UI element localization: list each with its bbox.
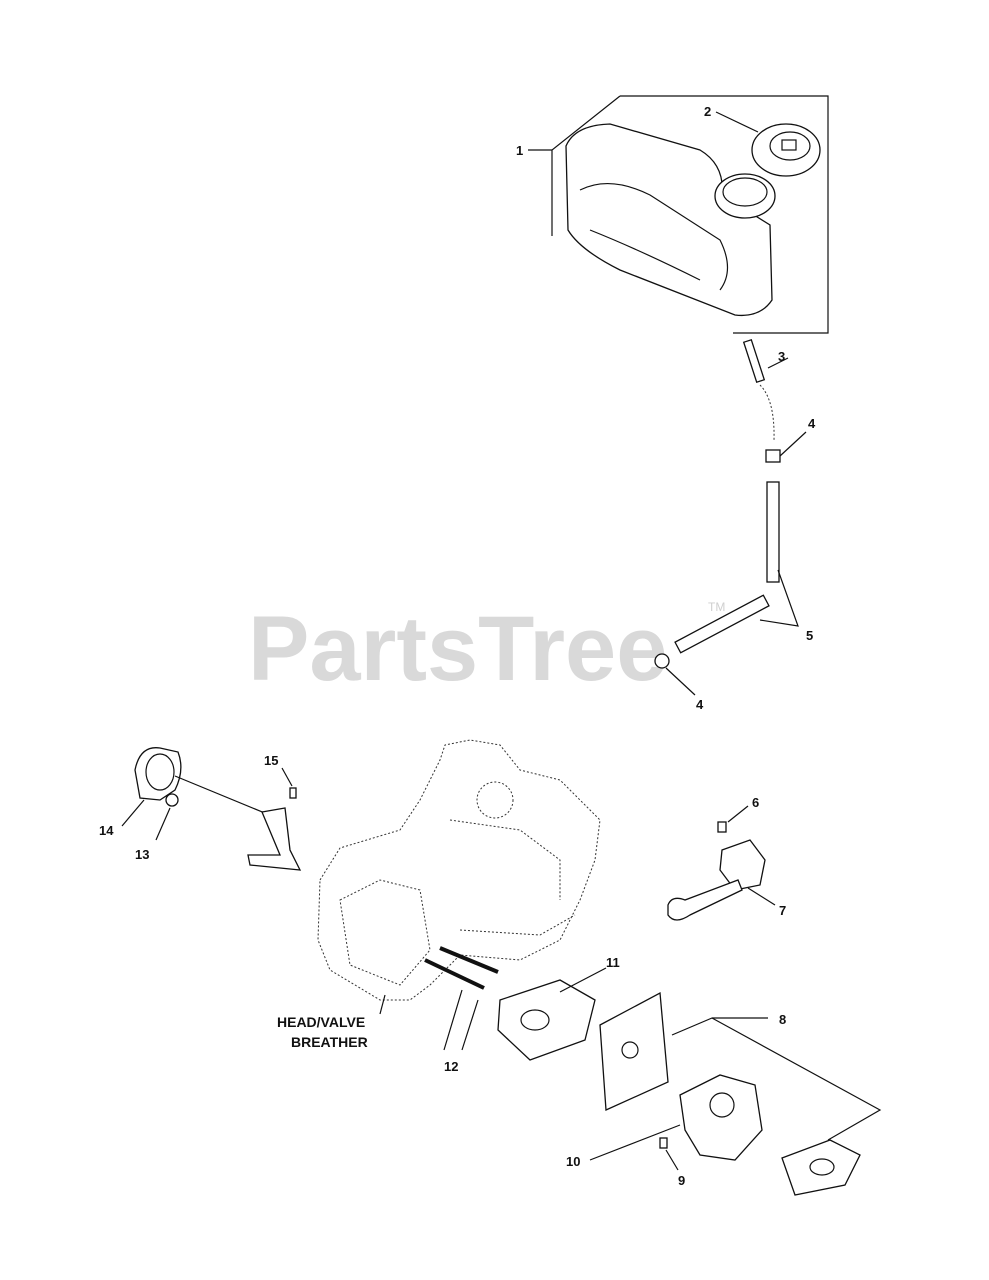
leader-7	[747, 887, 776, 906]
callout-10: 10	[566, 1154, 580, 1169]
callout-11: 11	[606, 955, 620, 970]
screw-9-group	[659, 1137, 679, 1171]
callout-2: 2	[704, 104, 711, 119]
carburetor-kit-group	[599, 991, 882, 1196]
note-breather: BREATHER	[291, 1034, 368, 1050]
callout-7: 7	[779, 903, 786, 918]
callout-14: 14	[99, 823, 114, 838]
leader-12	[443, 989, 479, 1051]
fuel-tank-contour	[579, 182, 729, 291]
leader-5	[759, 569, 799, 627]
engine-port	[476, 781, 514, 819]
engine-block	[317, 739, 601, 1001]
leader-3	[767, 357, 789, 369]
fuel-line-group	[674, 481, 799, 654]
fuel-tank-neck	[714, 173, 776, 219]
fuel-pump-hose	[667, 879, 743, 921]
callout-4-upper: 4	[808, 416, 816, 431]
carburetor-group	[589, 1074, 763, 1161]
leader-4b	[665, 667, 696, 696]
callout-3: 3	[778, 349, 785, 364]
callout-1: 1	[516, 143, 523, 158]
leader-11	[559, 967, 607, 993]
throttle-control-body	[145, 753, 175, 791]
callout-12: 12	[444, 1059, 458, 1074]
fuel-tank-neck-inner	[722, 177, 768, 207]
callout-15: 15	[264, 753, 278, 768]
throttle-control-group	[121, 747, 302, 871]
nut-13	[165, 793, 179, 807]
carburetor-gasket-hole	[809, 1158, 835, 1176]
gasket-11-hole	[520, 1009, 550, 1031]
leader-10	[589, 1124, 681, 1161]
engine-base	[459, 914, 576, 936]
fuel-fitting-group	[742, 338, 789, 441]
fuel-fitting	[742, 338, 766, 384]
callout-6: 6	[752, 795, 759, 810]
throttle-control	[134, 747, 182, 801]
leader-2	[715, 111, 759, 133]
fuel-cap-grip	[781, 139, 797, 151]
leader-head-valve	[379, 994, 386, 1015]
fuel-cap-group	[715, 111, 821, 177]
fuel-cap-top	[769, 131, 811, 161]
screw-6	[717, 821, 727, 833]
callout-8: 8	[779, 1012, 786, 1027]
clamp-lower	[654, 653, 670, 669]
leader-8	[671, 1017, 882, 1141]
screw-6-group	[717, 805, 749, 833]
watermark-trademark: TM	[708, 600, 725, 614]
note-head-valve: HEAD/VALVE	[277, 1014, 365, 1030]
head-valve-note: HEAD/VALVE BREATHER	[277, 1014, 368, 1050]
gasket-11-group	[497, 967, 607, 1061]
engine-block-group	[317, 739, 601, 1015]
carburetor-gasket	[781, 1139, 861, 1196]
carburetor-spacer-hole	[621, 1041, 639, 1059]
callout-5: 5	[806, 628, 813, 643]
leader-4a	[779, 431, 807, 457]
callout-9: 9	[678, 1173, 685, 1188]
fuel-tank-group	[528, 95, 829, 334]
fuel-line-lower	[674, 594, 770, 654]
clamp-upper	[765, 449, 781, 463]
fuel-line-upper	[766, 481, 780, 583]
engine-fins	[449, 819, 561, 900]
screw-15-group	[281, 767, 297, 799]
leader-6	[727, 805, 749, 823]
screw-15	[289, 787, 297, 799]
throttle-bracket	[247, 807, 302, 871]
callout-4-lower: 4	[696, 697, 704, 712]
clamp-group	[654, 431, 807, 696]
leader-13	[155, 807, 171, 841]
fuel-tank-contour-lower	[589, 229, 701, 281]
leader-9	[665, 1149, 679, 1171]
engine-cylinder-head	[339, 879, 431, 986]
stud-upper	[439, 946, 499, 974]
throttle-rod	[174, 775, 273, 817]
watermark: PartsTree TM	[248, 598, 725, 700]
tank-bracket-frame	[620, 95, 829, 334]
fuel-pump-group	[667, 839, 776, 921]
fuel-tank	[565, 123, 773, 317]
callout-13: 13	[135, 847, 149, 862]
stud-group	[424, 946, 499, 1051]
fitting-line	[759, 384, 775, 441]
stud-lower	[424, 958, 485, 990]
carburetor-spacer	[599, 991, 669, 1111]
callout-labels: 1 2 3 4 5 4 15 6 14 13 7 11 8 12 10 9	[99, 104, 816, 1188]
nut-13-group	[155, 793, 179, 841]
fuel-pump	[719, 839, 766, 891]
watermark-text: PartsTree	[248, 598, 667, 700]
leader-14	[121, 799, 145, 827]
gasket-11	[497, 979, 596, 1061]
carburetor-bore	[709, 1092, 735, 1118]
leader-15	[281, 767, 293, 787]
screw-9	[659, 1137, 668, 1149]
